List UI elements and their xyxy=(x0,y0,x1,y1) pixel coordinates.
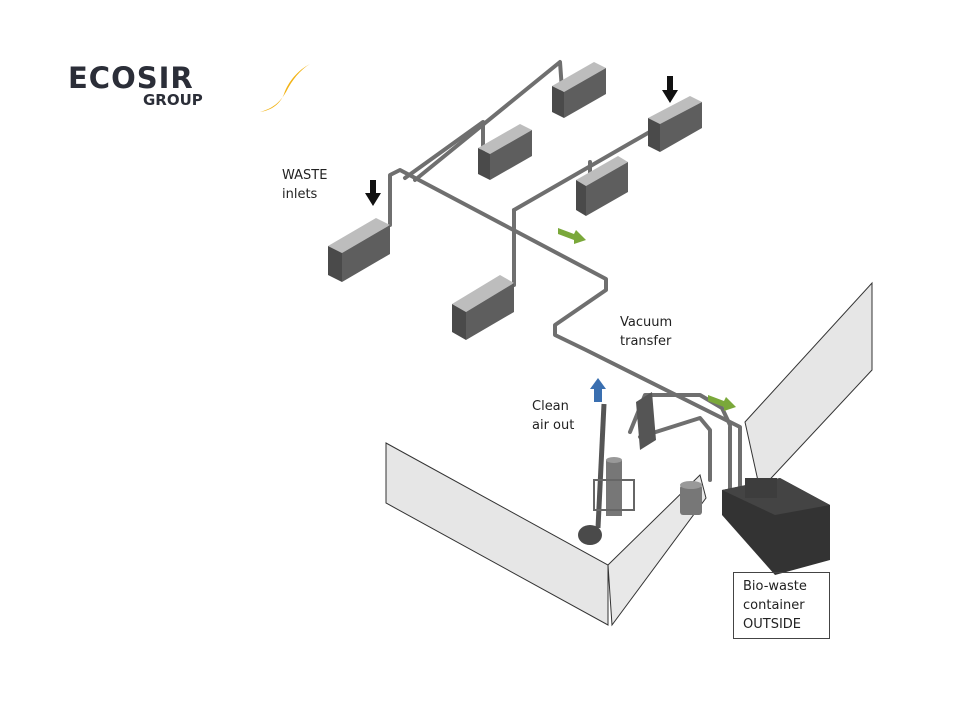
clean-air-out-label: Clean air out xyxy=(532,399,575,433)
waste-inlet-unit xyxy=(328,218,390,282)
vacuum-flow-arrow-icon xyxy=(558,228,586,244)
vacuum-transfer-label: Vacuum transfer xyxy=(620,315,673,349)
ecosir-logo: ECOSIR GROUP xyxy=(68,61,310,118)
waste-inlet-unit xyxy=(552,62,606,118)
clean-air-exhaust-stack xyxy=(595,403,607,529)
bio-waste-container-label: Bio-waste container OUTSIDE xyxy=(733,572,830,639)
waste-inlet-unit xyxy=(576,156,628,216)
bio-waste-container xyxy=(722,478,830,575)
logo-wordmark: ECOSIR xyxy=(68,61,194,95)
vacuum-pump xyxy=(578,525,602,545)
logo-subtitle: GROUP xyxy=(143,91,203,109)
waste-in-arrow-icon xyxy=(365,180,381,206)
waste-inlet-unit xyxy=(478,124,532,180)
filter-canister xyxy=(680,481,702,515)
building-wall-right xyxy=(744,281,873,492)
clean-air-arrow-icon xyxy=(590,378,606,402)
waste-in-arrow-icon xyxy=(662,76,678,103)
waste-inlet-unit xyxy=(648,96,702,152)
waste-inlet-unit xyxy=(452,275,514,340)
cyclone-separator xyxy=(593,457,635,516)
vacuum-flow-arrow-icon xyxy=(708,395,736,411)
waste-inlets-label: WASTE inlets xyxy=(282,168,328,202)
building-wall-left xyxy=(385,442,609,626)
control-panel xyxy=(636,392,656,450)
